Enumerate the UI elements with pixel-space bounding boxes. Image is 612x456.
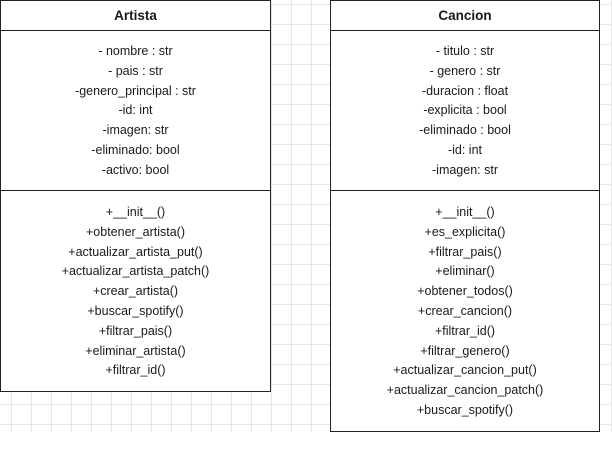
attribute-eliminado: -eliminado: bool xyxy=(91,142,180,157)
methods-section-cancion: +__init__() +es_explicita() +filtrar_pai… xyxy=(331,191,599,431)
attribute-eliminado: -eliminado : bool xyxy=(419,123,511,138)
method-init: +__init__() xyxy=(435,205,495,219)
method-init: +__init__() xyxy=(105,205,166,219)
attribute-imagen: -imagen: str xyxy=(432,162,498,177)
attribute-duracion: -duracion : float xyxy=(421,83,509,98)
class-name-artista: Artista xyxy=(1,1,270,31)
attributes-section-cancion: - titulo : str - genero : str -duracion … xyxy=(331,31,599,191)
class-box-cancion[interactable]: Cancion - titulo : str - genero : str -d… xyxy=(330,0,600,432)
method-filtrar-pais: +filtrar_pais() xyxy=(98,323,173,338)
method-actualizar-cancion-patch: +actualizar_cancion_patch() xyxy=(386,383,544,398)
attribute-imagen: -imagen: str xyxy=(102,123,169,138)
method-filtrar-pais: +filtrar_pais() xyxy=(428,244,502,259)
method-actualizar-artista-put: +actualizar_artista_put() xyxy=(68,244,203,259)
method-es-explicita: +es_explicita() xyxy=(424,224,506,239)
class-box-artista[interactable]: Artista - nombre : str - pais : str -gen… xyxy=(0,0,271,392)
methods-section-artista: +__init__() +obtener_artista() +actualiz… xyxy=(1,191,270,391)
attribute-genero-principal: -genero_principal : str xyxy=(75,83,196,98)
method-eliminar-artista: +eliminar_artista() xyxy=(85,343,186,358)
attribute-explicita: -explicita : bool xyxy=(423,103,507,118)
method-crear-cancion: +crear_cancion() xyxy=(417,303,513,318)
method-eliminar: +eliminar() xyxy=(435,264,495,279)
attribute-pais: - pais : str xyxy=(108,63,163,78)
method-filtrar-id: +filtrar_id() xyxy=(105,363,166,378)
attributes-section-artista: - nombre : str - pais : str -genero_prin… xyxy=(1,31,270,191)
attribute-nombre: - nombre : str xyxy=(98,44,173,58)
method-obtener-artista: +obtener_artista() xyxy=(85,224,185,239)
method-buscar-spotify: +buscar_spotify() xyxy=(416,402,514,417)
method-filtrar-id: +filtrar_id() xyxy=(434,323,496,338)
method-obtener-todos: +obtener_todos() xyxy=(417,284,513,299)
attribute-genero: - genero : str xyxy=(429,63,501,78)
method-actualizar-cancion-put: +actualizar_cancion_put() xyxy=(393,363,537,378)
method-crear-artista: +crear_artista() xyxy=(92,284,179,299)
attribute-id: -id: int xyxy=(447,142,483,157)
method-buscar-spotify: +buscar_spotify() xyxy=(87,303,184,318)
method-actualizar-artista-patch: +actualizar_artista_patch() xyxy=(61,264,210,279)
method-filtrar-genero: +filtrar_genero() xyxy=(420,343,510,358)
attribute-activo: -activo: bool xyxy=(101,162,170,177)
attribute-titulo: - titulo : str xyxy=(435,44,495,58)
class-name-cancion: Cancion xyxy=(331,1,599,31)
attribute-id: -id: int xyxy=(118,103,153,118)
